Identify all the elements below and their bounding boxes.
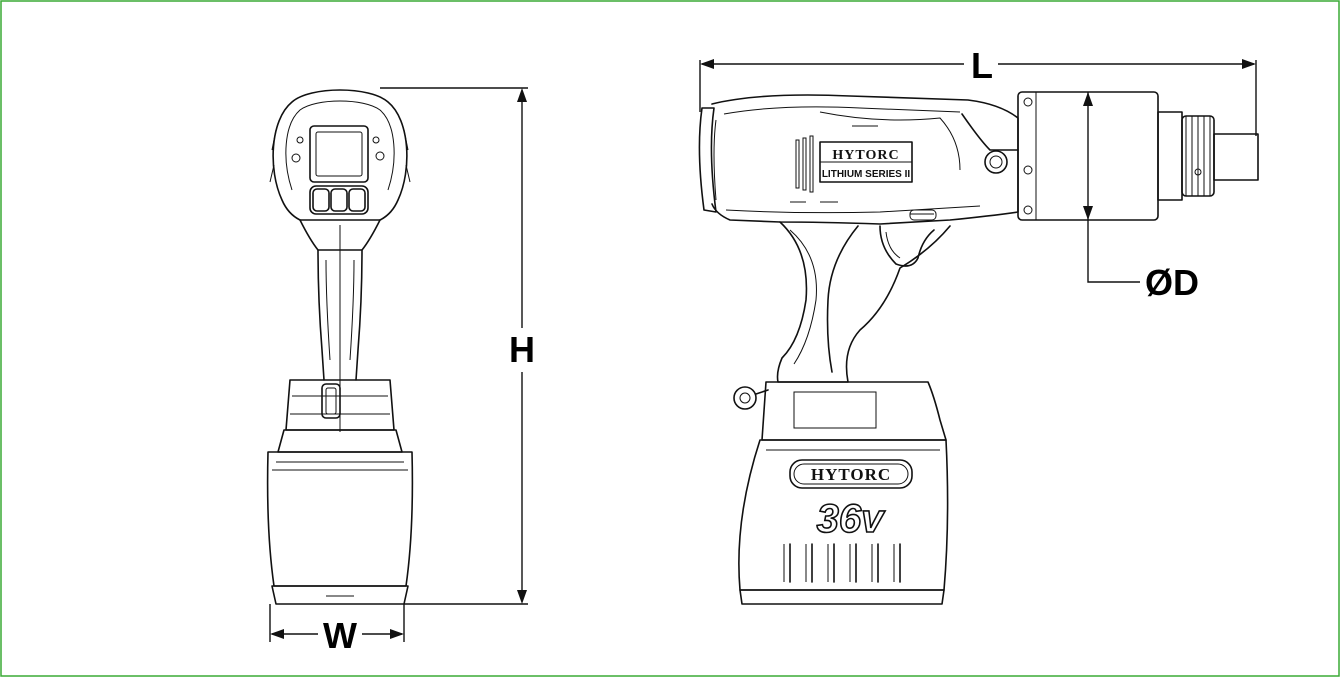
collar: [1157, 111, 1183, 201]
grip-inner-edge: [826, 225, 859, 373]
rear-cap: [698, 107, 717, 213]
trigger: [879, 225, 935, 267]
voltage-text: 36v: [817, 497, 886, 541]
grip: [776, 221, 951, 383]
bolt-icon: [984, 150, 1008, 174]
dimension-l: L: [699, 45, 1257, 136]
label-diameter: ØD: [1145, 262, 1199, 303]
dimension-h: H: [380, 87, 535, 605]
motor-housing: [711, 94, 1019, 225]
battery-label-window: [793, 391, 877, 429]
front-handle: [317, 249, 363, 381]
keypad-button-middle: [330, 188, 348, 212]
brand-logo-text: HYTORC: [832, 148, 899, 163]
battery-base: [271, 585, 409, 605]
battery-side-top: [761, 381, 947, 441]
lanyard-loop: [733, 386, 757, 410]
gear-housing: [961, 113, 1019, 151]
screw-icon: [291, 153, 301, 163]
knurled-ring: [1181, 115, 1215, 197]
label-width: W: [323, 615, 357, 656]
vent-slots: [795, 135, 814, 193]
keypad-button-right: [348, 188, 366, 212]
battery-side-base: [739, 589, 945, 605]
battery-brand-badge: [789, 459, 913, 489]
series-text: LITHIUM SERIES II: [822, 169, 911, 180]
front-view: [266, 89, 414, 605]
battery-latch: [321, 383, 341, 419]
battery-brand-text: HYTORC: [811, 465, 891, 484]
front-head-inner: [285, 100, 395, 191]
label-height: H: [509, 329, 535, 370]
square-drive: [1213, 133, 1259, 181]
label-length: L: [971, 45, 993, 86]
battery-body: [266, 451, 414, 587]
battery-ribs: [783, 543, 901, 583]
keypad-button-left: [312, 188, 330, 212]
dimension-w: W: [269, 604, 405, 656]
side-view: HYTORC LITHIUM SERIES II: [698, 91, 1259, 605]
display-screen: [309, 125, 369, 183]
dimension-d: ØD: [1083, 92, 1199, 303]
